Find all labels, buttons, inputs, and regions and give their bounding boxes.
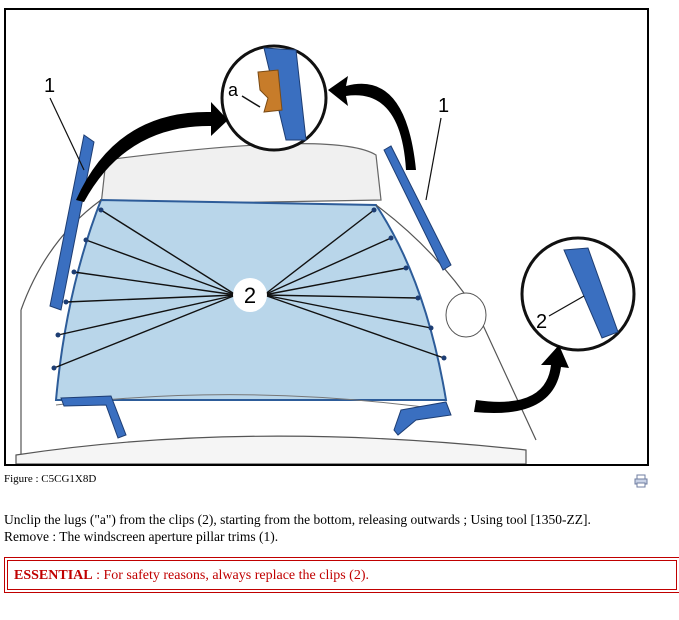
essential-text: : For safety reasons, always replace the… [92,568,369,583]
clip-leader-lines [53,209,445,369]
callout-1-left: 1 [44,75,55,97]
left-lower-trim [60,395,127,439]
essential-warning-inner: ESSENTIAL : For safety reasons, always r… [7,560,677,590]
callout-2-center: 2 [244,283,256,308]
instruction-text: Unclip the lugs ("a") from the clips (2)… [4,511,591,545]
right-lower-trim [393,401,452,436]
callout-a: a [228,80,239,100]
figure-caption: Figure : C5CG1X8D [4,473,97,485]
arrow-left-to-zoom [76,102,228,202]
callout-1-right-leader [425,117,442,201]
arrow-right-to-zoom [328,76,416,170]
zoom-clip-section [563,247,619,339]
detail-arrows [76,76,569,414]
callout-1-left-leader [49,97,85,171]
zoom-lug-a [257,69,283,113]
left-pillar-trim [49,134,95,311]
windscreen-illustration: 2 1 1 a 2 [15,44,636,464]
figure-frame: 2 1 1 a 2 [4,8,649,466]
print-icon[interactable] [634,474,648,488]
arrow-to-clip-zoom [474,345,569,414]
callout-2-zoom: 2 [536,311,547,333]
essential-warning-box: ESSENTIAL : For safety reasons, always r… [4,557,679,593]
instruction-line-unclip: Unclip the lugs ("a") from the clips (2)… [4,512,591,527]
essential-label: ESSENTIAL [14,568,93,583]
instruction-line-remove: Remove : The windscreen aperture pillar … [4,529,279,544]
callout-1-right: 1 [438,95,449,117]
right-pillar-trim [383,145,452,271]
clip-markers [51,207,447,371]
callout-a-leader [241,95,261,108]
door-mirror [445,292,487,338]
callout-2-center-bg [233,278,267,312]
roof-panel [100,143,382,206]
callout-2-zoom-leader [548,295,585,317]
bonnet [15,435,527,464]
